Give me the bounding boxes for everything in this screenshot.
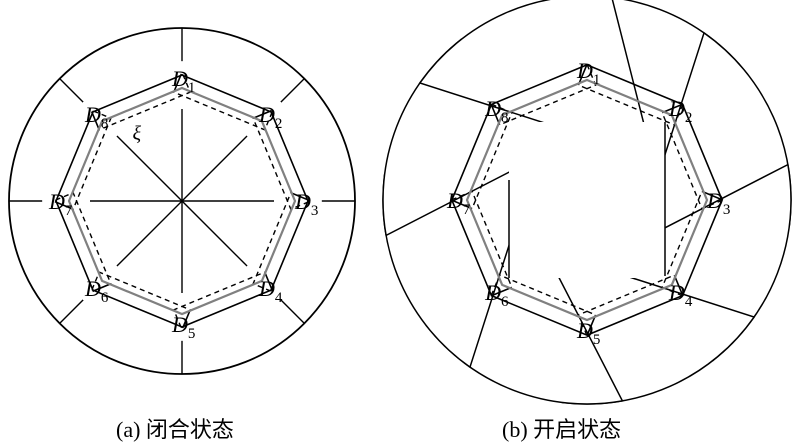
link-dashed-edge — [490, 274, 596, 316]
vertex-label-d3: D3 — [706, 188, 730, 218]
link-solid-edge — [586, 274, 684, 336]
vertex-label-d5: D5 — [576, 318, 600, 348]
link-dashed-edge — [661, 191, 703, 297]
link-solid-edge — [269, 192, 310, 292]
link-solid-edge — [681, 190, 724, 297]
vertex-label-d8: D8 — [484, 96, 508, 126]
link-dashed-edge — [661, 112, 723, 210]
sector-line-inner — [116, 135, 248, 267]
link-dashed-edge — [471, 103, 513, 209]
vertex-label-d8: D8 — [84, 102, 108, 132]
linkage-octagon — [67, 86, 297, 316]
vertex-label-d7: D7 — [48, 189, 73, 219]
link-dashed-edge — [451, 190, 513, 288]
link-solid-edge — [54, 199, 112, 293]
vertex-label-d1: D1 — [576, 58, 600, 88]
link-solid-edge — [91, 288, 191, 329]
link-solid-edge — [490, 64, 588, 126]
caption-open-state: (b) 开启状态 — [502, 417, 622, 442]
link-dashed-edge — [578, 84, 684, 126]
angle-label-zeta: ξ — [133, 122, 142, 144]
vertex-label-d5: D5 — [171, 312, 195, 342]
vertex-label-d2: D2 — [668, 96, 692, 126]
link-solid-edge — [450, 103, 493, 210]
link-solid-edge — [451, 199, 513, 297]
link-dashed-edge — [499, 64, 597, 126]
aperture — [509, 122, 665, 278]
link-dashed-edge — [577, 274, 675, 336]
link-solid-edge — [90, 73, 184, 131]
link-solid-edge — [180, 271, 274, 329]
vertex-label-d6: D6 — [484, 280, 509, 310]
linkage-octagon — [465, 78, 709, 322]
vertex-label-d4: D4 — [258, 276, 283, 306]
vertex-label-d2: D2 — [258, 102, 282, 132]
link-solid-edge — [54, 110, 95, 210]
caption-closed-state: (a) 闭合状态 — [116, 417, 234, 442]
link-solid-edge — [490, 294, 597, 337]
link-solid-edge — [661, 103, 723, 201]
vertex-label-d3: D3 — [294, 189, 318, 219]
vertex-label-d7: D7 — [446, 188, 471, 218]
iris-blade — [418, 0, 654, 159]
link-solid-edge — [252, 109, 310, 203]
vertex-label-d1: D1 — [171, 66, 195, 96]
vertex-label-d4: D4 — [668, 280, 693, 310]
vertex-label-d6: D6 — [84, 276, 109, 306]
